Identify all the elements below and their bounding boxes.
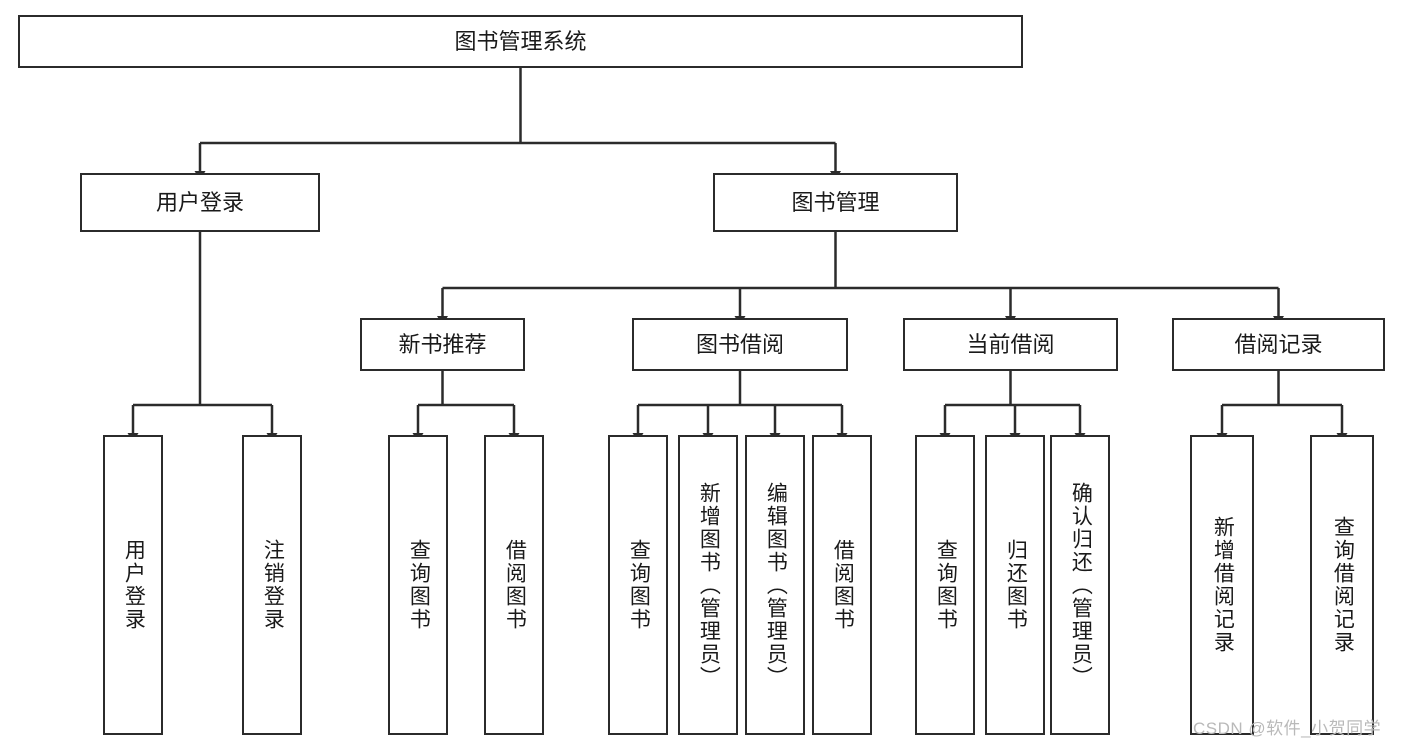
node-leaf-user-logout[interactable]: 注销登录 [242,435,302,735]
node-leaf-query-book-3[interactable]: 查询图书 [915,435,975,735]
node-label: 新增图书（管理员） [697,481,721,689]
node-leaf-query-record[interactable]: 查询借阅记录 [1310,435,1374,735]
node-label: 归还图书 [1004,539,1028,631]
node-label: 图书借阅 [695,331,784,357]
node-label: 编辑图书（管理员） [764,481,788,689]
node-leaf-add-record[interactable]: 新增借阅记录 [1190,435,1254,735]
node-book-borrow[interactable]: 图书借阅 [632,318,848,371]
node-label: 图书管理系统 [454,28,587,54]
node-user-login[interactable]: 用户登录 [80,173,320,232]
node-leaf-return-book[interactable]: 归还图书 [985,435,1045,735]
node-label: 借阅记录 [1234,331,1323,357]
watermark-text: CSDN @软件_小贺同学 [1193,719,1382,738]
node-label: 用户登录 [155,189,244,215]
node-label: 借阅图书 [503,539,527,631]
node-label: 用户登录 [122,539,146,631]
node-label: 查询图书 [934,539,958,631]
node-label: 图书管理 [791,189,880,215]
node-label: 查询图书 [407,539,431,631]
node-leaf-user-login[interactable]: 用户登录 [103,435,163,735]
node-leaf-query-book-1[interactable]: 查询图书 [388,435,448,735]
node-leaf-borrow-book-1[interactable]: 借阅图书 [484,435,544,735]
node-label: 当前借阅 [966,331,1055,357]
connector-group [127,68,1348,442]
node-label: 新书推荐 [398,331,487,357]
node-current-borrow[interactable]: 当前借阅 [903,318,1118,371]
node-book-manage[interactable]: 图书管理 [713,173,958,232]
node-label: 新增借阅记录 [1211,516,1235,654]
node-leaf-edit-book[interactable]: 编辑图书（管理员） [745,435,805,735]
node-borrow-record[interactable]: 借阅记录 [1172,318,1385,371]
node-leaf-confirm-return[interactable]: 确认归还（管理员） [1050,435,1110,735]
node-leaf-borrow-book-2[interactable]: 借阅图书 [812,435,872,735]
node-leaf-query-book-2[interactable]: 查询图书 [608,435,668,735]
node-leaf-add-book[interactable]: 新增图书（管理员） [678,435,738,735]
node-label: 查询图书 [627,539,651,631]
node-root[interactable]: 图书管理系统 [18,15,1023,68]
node-label: 查询借阅记录 [1331,516,1355,654]
node-label: 确认归还（管理员） [1069,481,1093,689]
node-label: 注销登录 [261,539,285,631]
node-new-book-rec[interactable]: 新书推荐 [360,318,525,371]
node-label: 借阅图书 [831,539,855,631]
